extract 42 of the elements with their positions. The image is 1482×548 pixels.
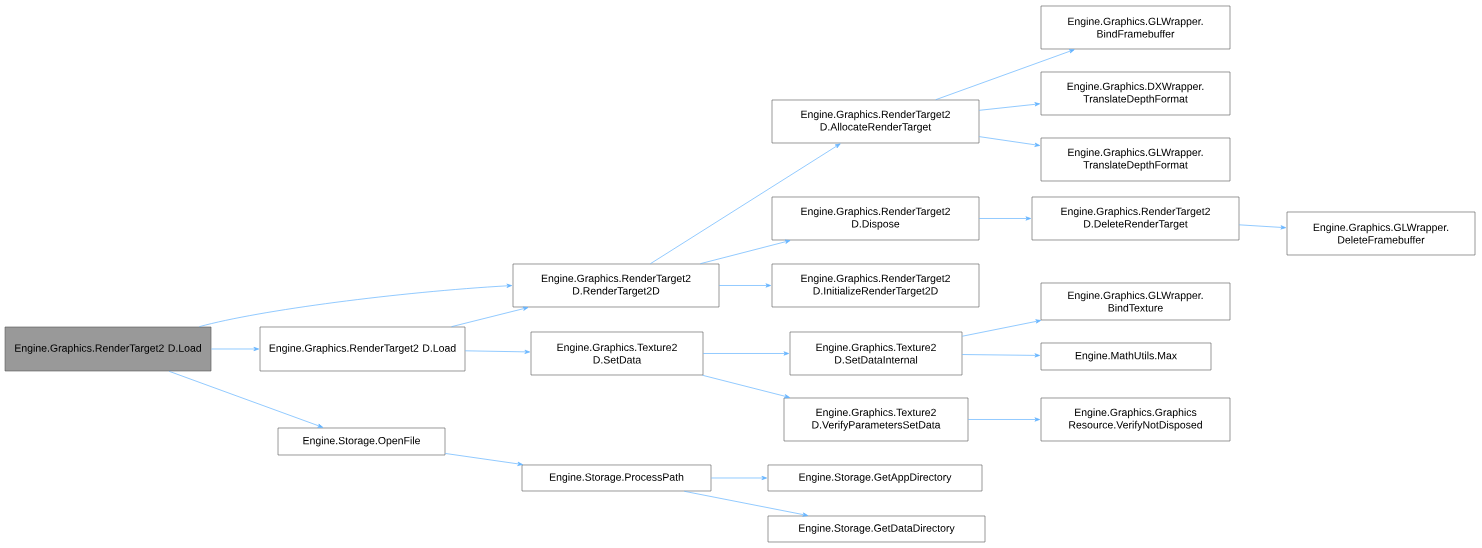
function-box: Engine.Graphics.Texture2 D.VerifyParametersSetData	[783, 397, 969, 442]
function-box: Engine.Storage.ProcessPath	[521, 464, 712, 492]
arrow	[978, 136, 1041, 147]
function-box: Engine.Storage.GetAppDirectory	[767, 464, 983, 492]
function-box: Engine.Graphics.Texture2 D.SetDataInternal	[789, 331, 963, 376]
arrow	[700, 239, 791, 265]
function-box: Engine.Graphics.GLWrapper. DeleteFramebuffer	[1286, 211, 1476, 256]
function-box: Engine.Graphics.RenderTarget2 D.Load	[4, 326, 212, 372]
arrow	[702, 351, 789, 356]
arrow	[1238, 224, 1286, 230]
arrow	[444, 453, 523, 466]
arrow	[650, 143, 841, 265]
arrow	[718, 283, 771, 288]
function-box: Engine.Graphics.RenderTarget2 D.RenderTarget2D	[512, 263, 720, 308]
function-box: Engine.Graphics.RenderTarget2 D.InitializeRenderTarget2D	[771, 263, 980, 308]
function-box: Engine.Graphics.GLWrapper. BindFramebuffer	[1040, 5, 1231, 50]
arrow	[168, 370, 324, 428]
function-box: Engine.Graphics.DXWrapper. TranslateDepthFormat	[1040, 71, 1231, 116]
function-box: Engine.Storage.OpenFile	[277, 427, 446, 456]
arrow	[961, 353, 1040, 358]
arrow	[210, 346, 260, 352]
function-box: Engine.Graphics.GLWrapper. TranslateDepthFormat	[1040, 137, 1231, 182]
function-box: Engine.Graphics.RenderTarget2 D.AllocateRenderTarget	[771, 99, 980, 144]
function-box: Engine.Graphics.Texture2 D.SetData	[530, 331, 704, 376]
arrow	[978, 102, 1040, 111]
function-box: Engine.Graphics.RenderTarget2 D.Load	[259, 326, 466, 372]
function-box: Engine.Graphics.RenderTarget2 D.DeleteRenderTarget	[1031, 196, 1240, 241]
arrow	[961, 319, 1042, 337]
arrow	[464, 349, 530, 354]
function-box: Engine.Storage.GetDataDirectory	[767, 515, 986, 543]
arrow	[710, 475, 767, 481]
arrow	[967, 417, 1040, 422]
arrow	[198, 283, 513, 328]
arrow	[978, 216, 1031, 221]
function-box: Engine.Graphics.GLWrapper. BindTexture	[1040, 282, 1231, 321]
function-box: Engine.MathUtils.Max	[1040, 342, 1212, 371]
arrow	[683, 490, 809, 517]
arrow	[702, 374, 790, 399]
arrow	[935, 49, 1075, 101]
arrow	[451, 306, 529, 328]
function-box: Engine.Graphics.Graphics Resource.VerifyNotDisposed	[1040, 397, 1231, 442]
function-box: Engine.Graphics.RenderTarget2 D.Dispose	[771, 196, 980, 241]
